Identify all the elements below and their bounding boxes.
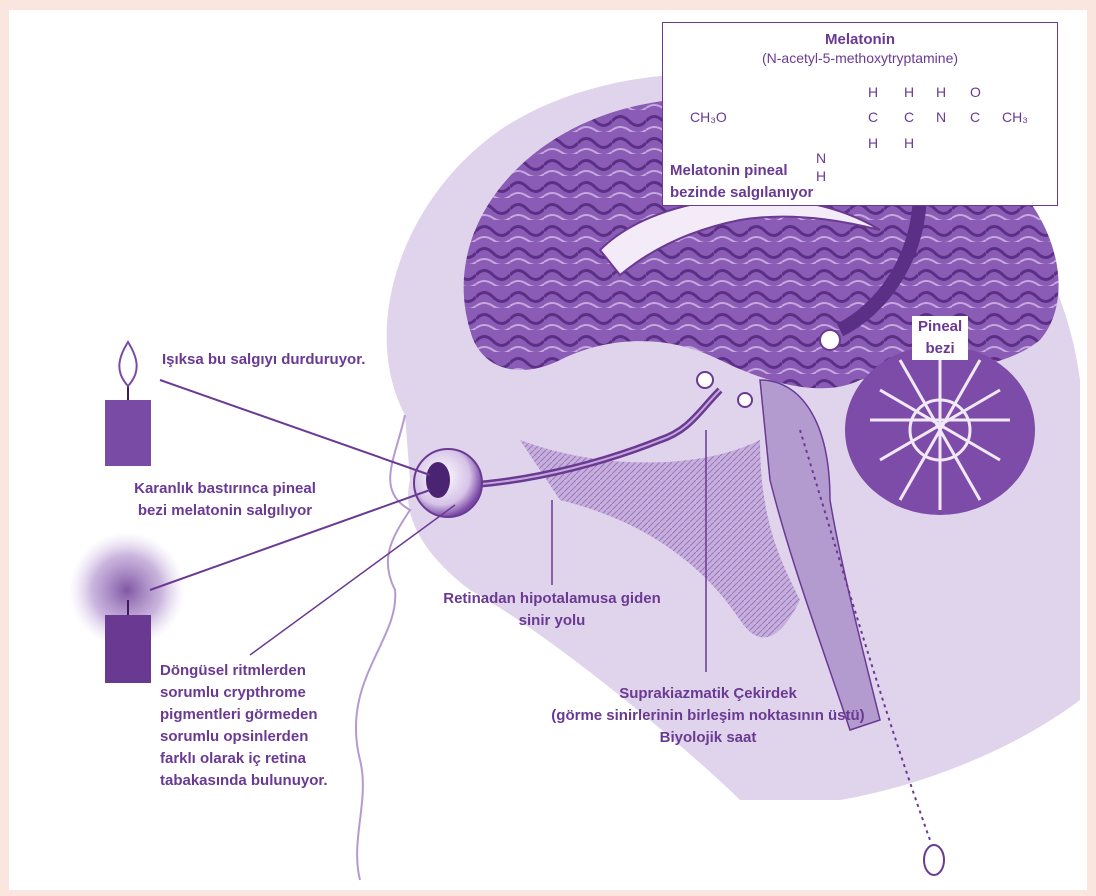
- pituitary-oval: [924, 845, 944, 875]
- carbonyl-oxygen: O: [970, 84, 981, 100]
- retina-pointer-line: [250, 505, 455, 655]
- pineal-gland-label: Pineal bezi: [912, 316, 968, 360]
- methoxy-group: CH₃O: [690, 109, 727, 125]
- pineal-gland: [820, 330, 840, 350]
- carbon-2: C: [904, 109, 914, 125]
- h-bottom-2: H: [904, 135, 914, 151]
- scn-label: Suprakiazmatik Çekirdek (görme sinirleri…: [508, 683, 908, 749]
- ring-hydrogen: H: [816, 168, 826, 184]
- light-pointer-line: [160, 380, 430, 475]
- molecule-title: Melatonin: [663, 31, 1057, 48]
- carbon-1: C: [868, 109, 878, 125]
- amide-nitrogen: N: [936, 109, 946, 125]
- melatonin-secreted-label: Melatonin pineal bezinde salgılanıyor: [668, 160, 815, 204]
- methyl-group: CH₃: [1002, 109, 1028, 125]
- lit-candle-icon: [105, 342, 151, 466]
- carbonyl-carbon: C: [970, 109, 980, 125]
- ring-nitrogen: N: [816, 150, 826, 166]
- cryptochrome-label: Döngüsel ritmlerden sorumlu crypthrome p…: [160, 660, 328, 792]
- darkness-label: Karanlık bastırınca pineal bezi melatoni…: [100, 478, 350, 522]
- molecule-subtitle: (N-acetyl-5-methoxytryptamine): [663, 50, 1057, 66]
- h-top-1: H: [868, 84, 878, 100]
- h-amide: H: [936, 84, 946, 100]
- nerve-path-label: Retinadan hipotalamusa giden sinir yolu: [442, 588, 662, 632]
- face-profile: [356, 415, 410, 880]
- h-bottom-1: H: [868, 135, 878, 151]
- light-stops-label: Işıksa bu salgıyı durduruyor.: [162, 349, 365, 371]
- h-top-2: H: [904, 84, 914, 100]
